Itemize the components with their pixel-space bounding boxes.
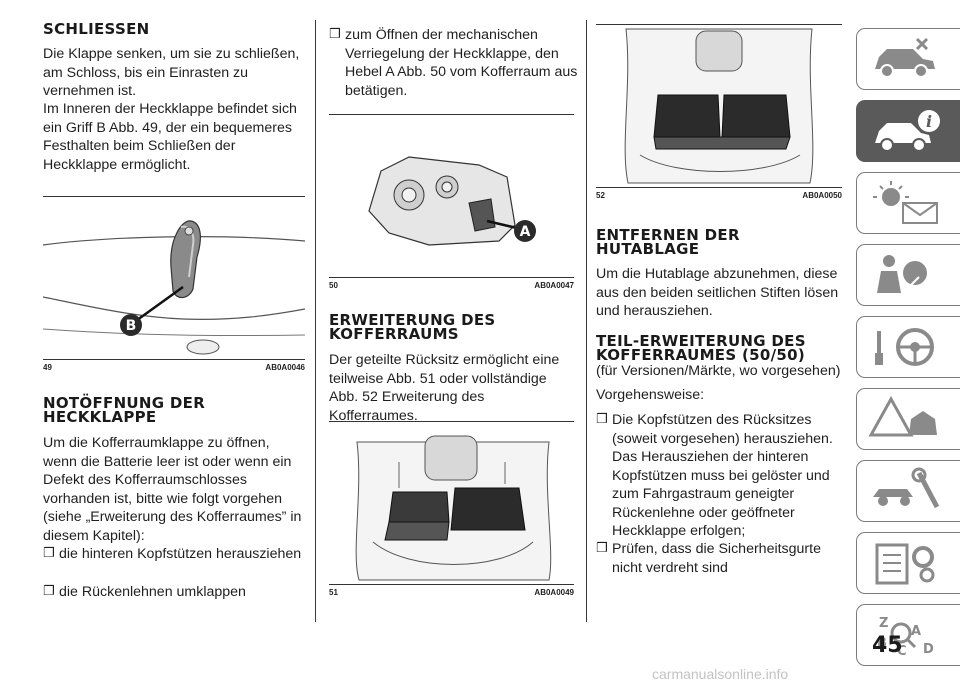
svg-text:i: i: [926, 112, 932, 131]
paragraph-notoeffnung: Um die Kofferraumklappe zu öffnen, wenn …: [43, 435, 302, 544]
paragraph-griff: Im Inneren der Heckklappe befindet sich …: [43, 101, 297, 173]
hazard-icon: [868, 395, 937, 437]
bullet-box-icon: ❒: [596, 412, 608, 427]
index-icon: Z A B C D: [877, 616, 934, 659]
figure-52-number: 52: [596, 191, 605, 200]
car-icon: [875, 37, 935, 78]
figure-49: B 49 AB0A0046: [43, 196, 305, 372]
tab-car-info[interactable]: i: [856, 100, 960, 162]
svg-text:A: A: [911, 624, 921, 639]
watermark: carmanualsonline.info: [652, 666, 789, 682]
tab-car[interactable]: [856, 28, 960, 90]
tab-airbag[interactable]: [856, 244, 960, 306]
heading-entfernen-2: HUTABLAGE: [596, 240, 700, 258]
bullet-kopfstuetzen: ❒die hinteren Kopfstützen herausziehen: [43, 546, 302, 562]
bullet-box-icon: ❒: [596, 541, 608, 556]
specs-icon: [875, 543, 935, 585]
heading-erweiterung-2: KOFFERRAUMS: [329, 325, 459, 343]
paragraph-hutablage: Um die Hutablage abzunehmen, diese aus d…: [596, 266, 839, 319]
bullet-rueckenlehnen: ❒die Rückenlehnen umklappen: [43, 584, 246, 600]
paragraph-vorgehensweise: Vorgehensweise:: [596, 387, 705, 403]
figure-52-illustration: [624, 28, 814, 184]
tab-warning-lights[interactable]: [856, 172, 960, 234]
heading-teilerweiterung-2: KOFFERRAUMES (50/50): [596, 346, 806, 364]
figure-51-number: 51: [329, 588, 338, 597]
heading-schliessen: SCHLIESSEN: [43, 20, 150, 38]
figure-50: A 50 AB0A0047: [329, 114, 574, 290]
figure-49-code: AB0A0046: [265, 363, 305, 372]
column-divider-2: [586, 20, 587, 622]
column-divider-1: [315, 20, 316, 622]
paragraph-versionen: (für Versionen/Märkte, wo vorgesehen): [596, 363, 841, 379]
bullet-box-icon: ❒: [329, 27, 341, 42]
figure-51-code: AB0A0049: [534, 588, 574, 597]
bullet-kopfstuetzen-ruecksitz: ❒Die Kopfstützen des Rücksitzes (soweit …: [596, 412, 833, 539]
figure-49-label: B: [126, 318, 137, 334]
heading-notoeffnung-2: HECKKLAPPE: [43, 408, 157, 426]
tab-wrench[interactable]: [856, 460, 960, 522]
tab-specs[interactable]: [856, 532, 960, 594]
figure-50-code: AB0A0047: [534, 281, 574, 290]
svg-text:Z: Z: [879, 616, 888, 631]
page-number: 45: [872, 633, 903, 658]
heading-teilerweiterung-1: TEIL-ERWEITERUNG DES: [596, 332, 806, 350]
steering-icon: [875, 328, 934, 366]
figure-50-number: 50: [329, 281, 338, 290]
paragraph-schliessen: Die Klappe senken, um sie zu schließen, …: [43, 46, 300, 99]
svg-text:D: D: [923, 642, 934, 657]
svg-text:B: B: [877, 636, 887, 651]
figure-52: 52 AB0A0050: [596, 24, 842, 200]
figure-50-label: A: [520, 224, 531, 240]
bullet-box-icon: ❒: [43, 584, 55, 599]
figure-50-illustration: A: [368, 156, 536, 246]
svg-text:C: C: [897, 644, 907, 659]
bullet-sicherheitsgurte: ❒Prüfen, dass die Sicherheitsgurte nicht…: [596, 541, 821, 576]
tab-steering[interactable]: [856, 316, 960, 378]
car-info-icon: i: [875, 110, 940, 152]
heading-entfernen-1: ENTFERNEN DER: [596, 226, 740, 244]
figure-49-number: 49: [43, 363, 52, 372]
heading-erweiterung-1: ERWEITERUNG DES: [329, 311, 496, 329]
figure-51-illustration: [355, 435, 552, 581]
bullet-box-icon: ❒: [43, 546, 55, 561]
figure-51: 51 AB0A0049: [329, 421, 574, 597]
heading-notoeffnung-1: NOTÖFFNUNG DER: [43, 394, 206, 412]
figure-52-code: AB0A0050: [802, 191, 842, 200]
paragraph-erweiterung: Der geteilte Rücksitz ermöglicht eine te…: [329, 352, 560, 424]
bullet-hebel: ❒zum Öffnen der mechanischen Verriegelun…: [329, 27, 578, 99]
tab-hazard[interactable]: [856, 388, 960, 450]
warning-lights-icon: [873, 181, 938, 224]
figure-49-illustration: B: [43, 220, 305, 355]
tab-index[interactable]: Z A B C D: [856, 604, 960, 666]
airbag-icon: [877, 255, 927, 293]
wrench-icon: [873, 467, 940, 509]
